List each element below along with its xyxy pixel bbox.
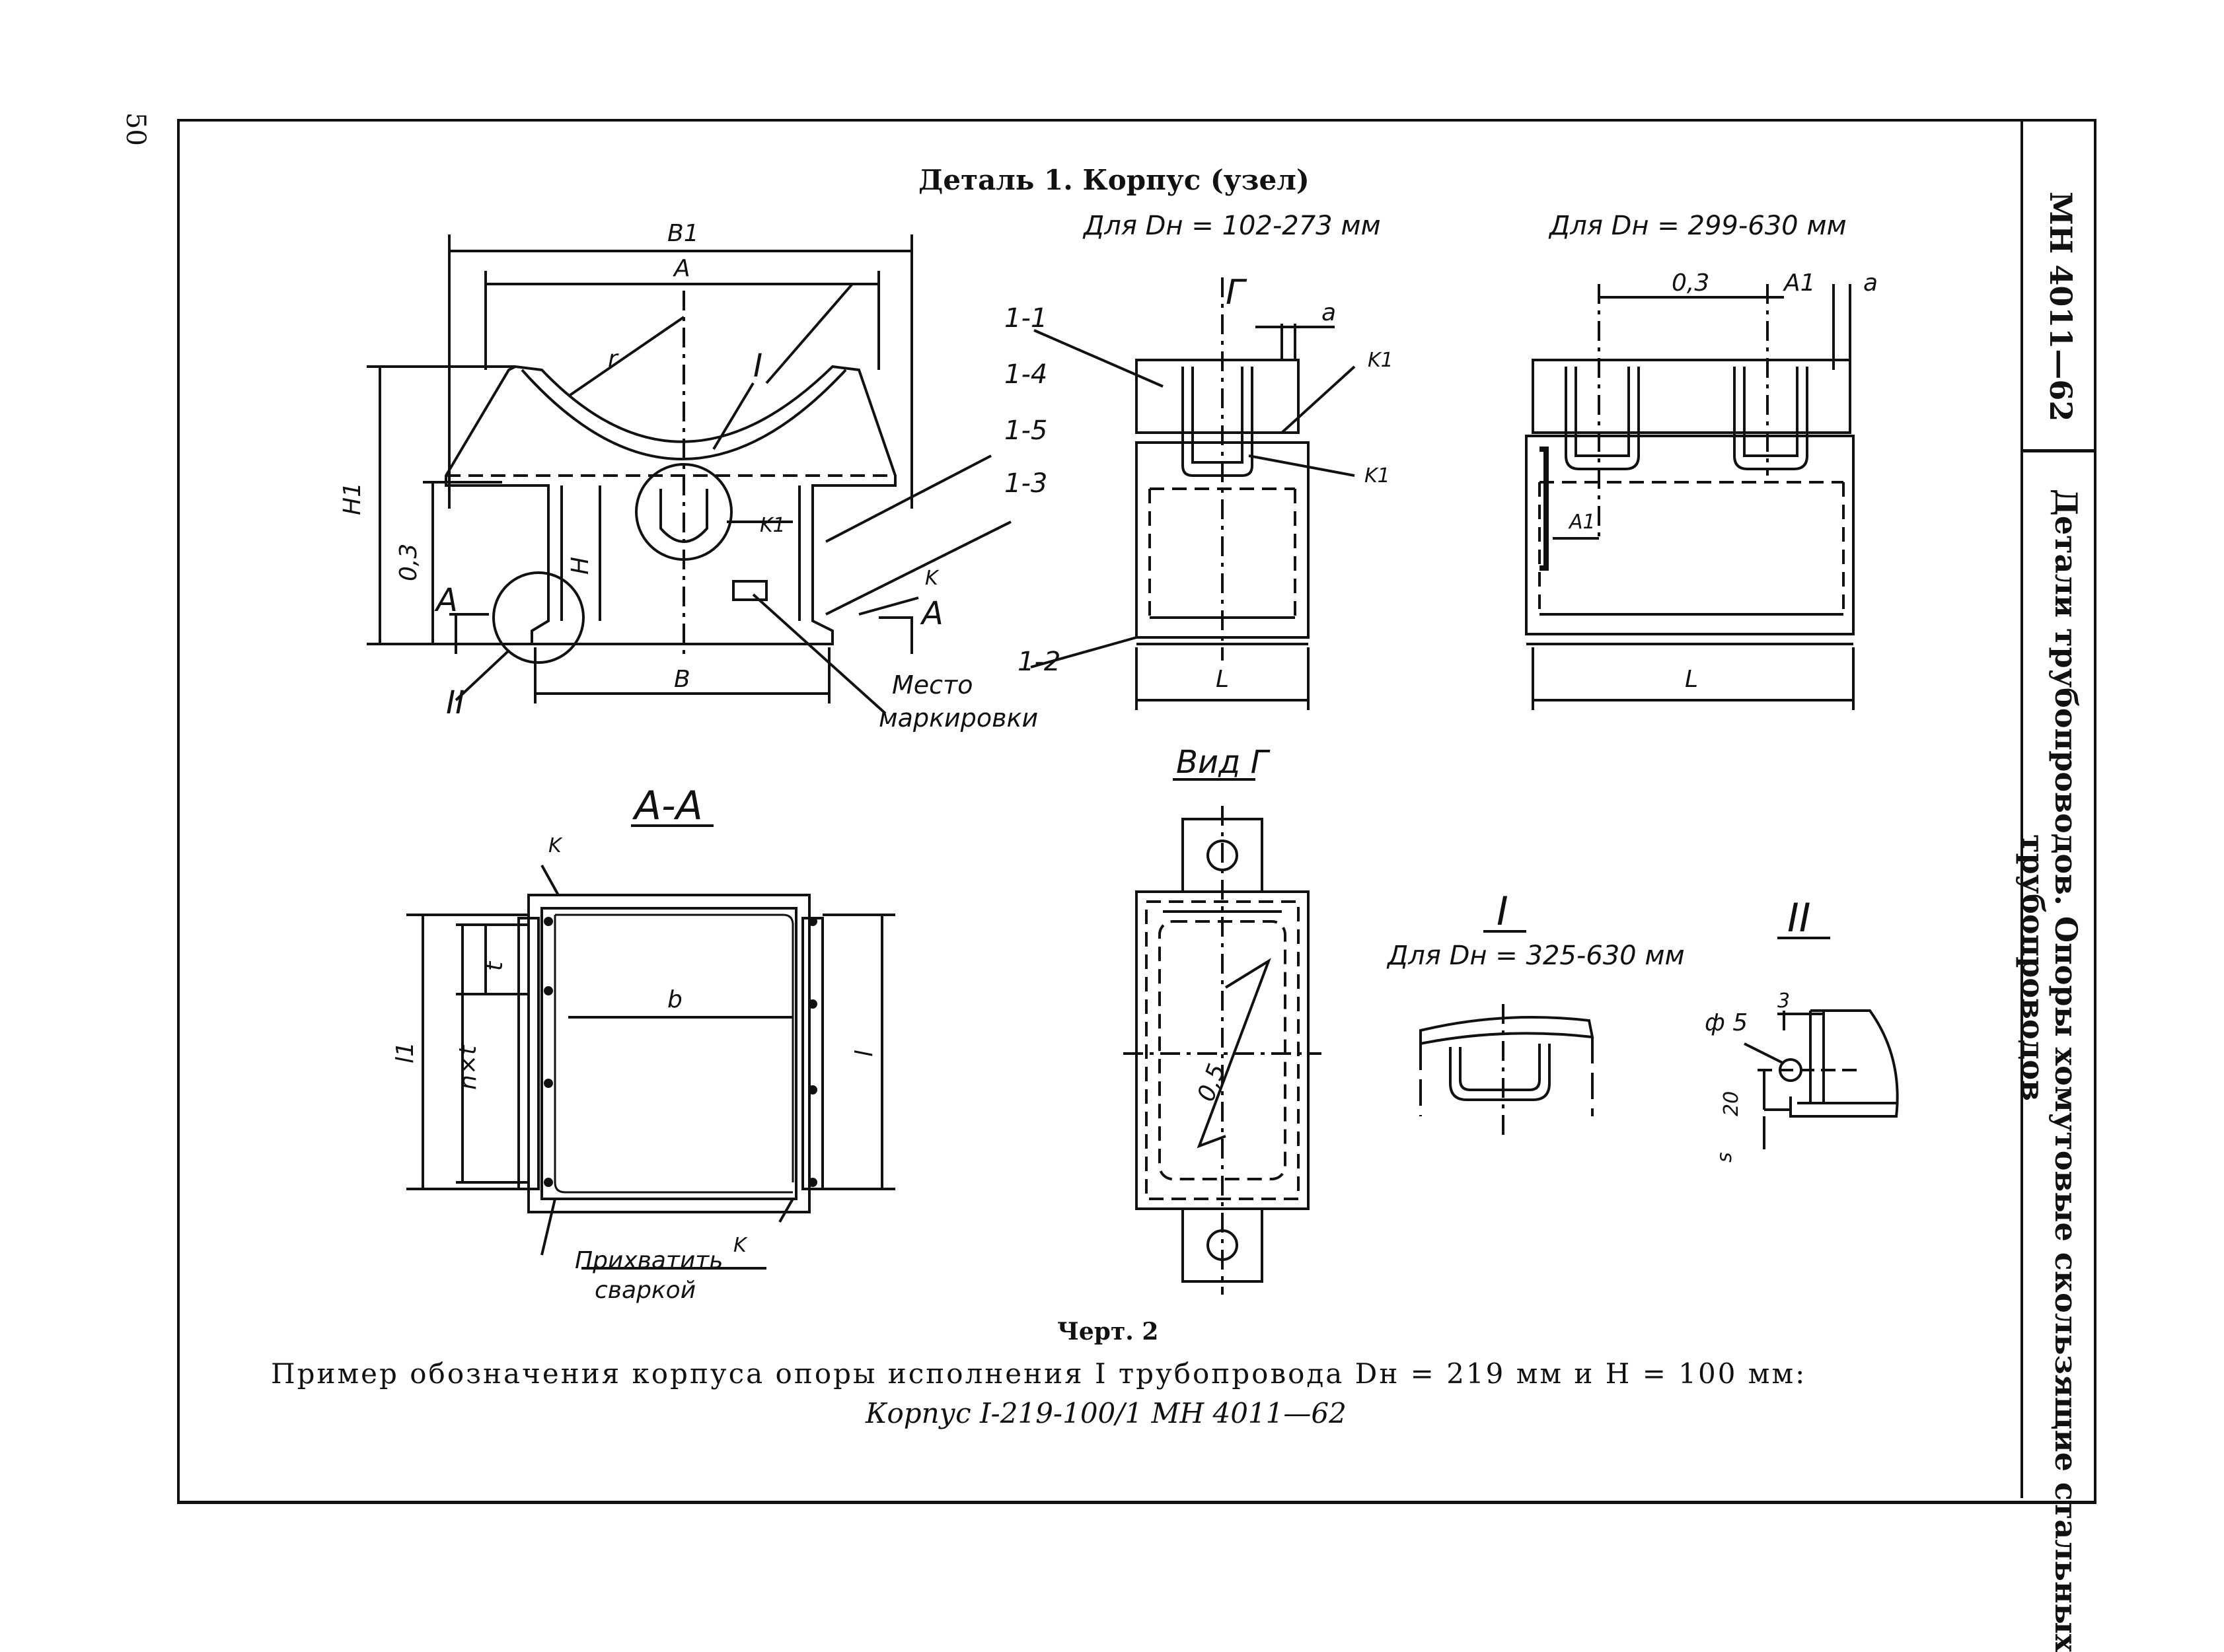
technical-drawing: B1 A r I H1 0,3 H A A II B K1 K Место ма… xyxy=(339,211,1899,1304)
view-g-title: Вид Г xyxy=(1176,744,1271,781)
label-part-1-4: 1-4 xyxy=(1004,359,1047,390)
label-a-small: a xyxy=(1321,299,1336,326)
view-g xyxy=(1123,806,1321,1295)
view-for-dn-large: Для Dн = 299-630 мм xyxy=(1548,211,1847,241)
label-k-section-bottom: K xyxy=(733,1234,748,1257)
label-part-1-5: 1-5 xyxy=(1004,415,1047,446)
title-block-divider xyxy=(2023,449,2096,452)
example-code: Корпус I-219-100/1 МН 4011—62 xyxy=(866,1397,1347,1429)
figure-caption: Черт. 2 xyxy=(1057,1318,1159,1346)
label-k1-small: K1 xyxy=(1368,349,1393,372)
label-k1-small-2: K1 xyxy=(1364,464,1390,487)
label-place-mark-2: маркировки xyxy=(879,703,1038,733)
label-s: s xyxy=(1713,1152,1736,1163)
side-view-large xyxy=(1525,284,1855,710)
label-part-1-2: 1-2 xyxy=(1018,647,1060,677)
label-l-small: L xyxy=(1216,666,1229,693)
front-view xyxy=(367,234,1012,715)
label-0-3-large: 0,3 xyxy=(1672,269,1709,297)
label-section-a-left: A xyxy=(434,582,458,619)
label-phi5: ф 5 xyxy=(1705,1009,1748,1036)
label-section-a-right: A xyxy=(920,595,944,632)
label-b-section: b xyxy=(667,986,683,1013)
label-l-section: l xyxy=(851,1050,878,1057)
label-b1: B1 xyxy=(667,220,699,247)
label-part-1-3: 1-3 xyxy=(1004,468,1047,499)
label-l1: l1 xyxy=(392,1042,419,1063)
view-for-dn-small: Для Dн = 102-273 мм xyxy=(1082,211,1381,241)
label-l-large: L xyxy=(1685,666,1698,693)
label-a1-top: A1 xyxy=(1783,269,1816,297)
label-k-section-top: K xyxy=(548,834,563,857)
detail-i xyxy=(1419,1004,1594,1136)
label-r: r xyxy=(608,345,619,373)
label-weld-2: сваркой xyxy=(595,1277,696,1304)
label-detail-ii-ref: II xyxy=(446,684,464,721)
section-aa-title: А-А xyxy=(632,783,703,829)
label-detail-i-ref: I xyxy=(753,347,762,384)
title-block: МН 4011—62 Детали трубопроводов. Опоры х… xyxy=(2015,119,2096,1652)
document-title-line1: Детали трубопроводов. Опоры хомутовые ск… xyxy=(2048,489,2084,1652)
detail-ii xyxy=(1744,1009,1899,1149)
label-nxt: n×t xyxy=(455,1044,482,1090)
label-a: A xyxy=(673,255,690,282)
view-for-dn-detail: Для Dн = 325-630 мм xyxy=(1386,941,1685,971)
label-place-mark-1: Место xyxy=(892,670,973,700)
label-k1: K1 xyxy=(760,514,786,537)
label-a-large: a xyxy=(1863,269,1878,297)
side-view-small xyxy=(1030,277,1356,710)
label-weld-1: Прихватить xyxy=(575,1247,723,1274)
label-0-3: 0,3 xyxy=(395,544,422,581)
label-0-5: 0,5 xyxy=(1193,1060,1231,1105)
drawing-frame xyxy=(177,119,2096,1504)
document-code: МН 4011—62 xyxy=(2043,192,2079,422)
label-view-g-arrow: Г xyxy=(1226,273,1247,312)
drawing-heading: Деталь 1. Корпус (узел) xyxy=(918,164,1310,196)
label-b: B xyxy=(674,666,690,693)
detail-ii-title: II xyxy=(1787,895,1810,941)
label-a1-side: A1 xyxy=(1568,511,1596,534)
label-part-1-1: 1-1 xyxy=(1004,303,1047,334)
example-text: Пример обозначения корпуса опоры исполне… xyxy=(271,1357,1807,1390)
label-dim-3: 3 xyxy=(1777,989,1790,1013)
label-dim-20: 20 xyxy=(1720,1091,1743,1116)
label-k: K xyxy=(925,567,940,590)
label-t: t xyxy=(481,960,508,971)
label-h: H xyxy=(567,557,594,575)
detail-i-title: I xyxy=(1497,888,1508,935)
document-title-line2: трубопроводов xyxy=(2015,834,2051,1101)
label-h1: H1 xyxy=(339,482,366,515)
